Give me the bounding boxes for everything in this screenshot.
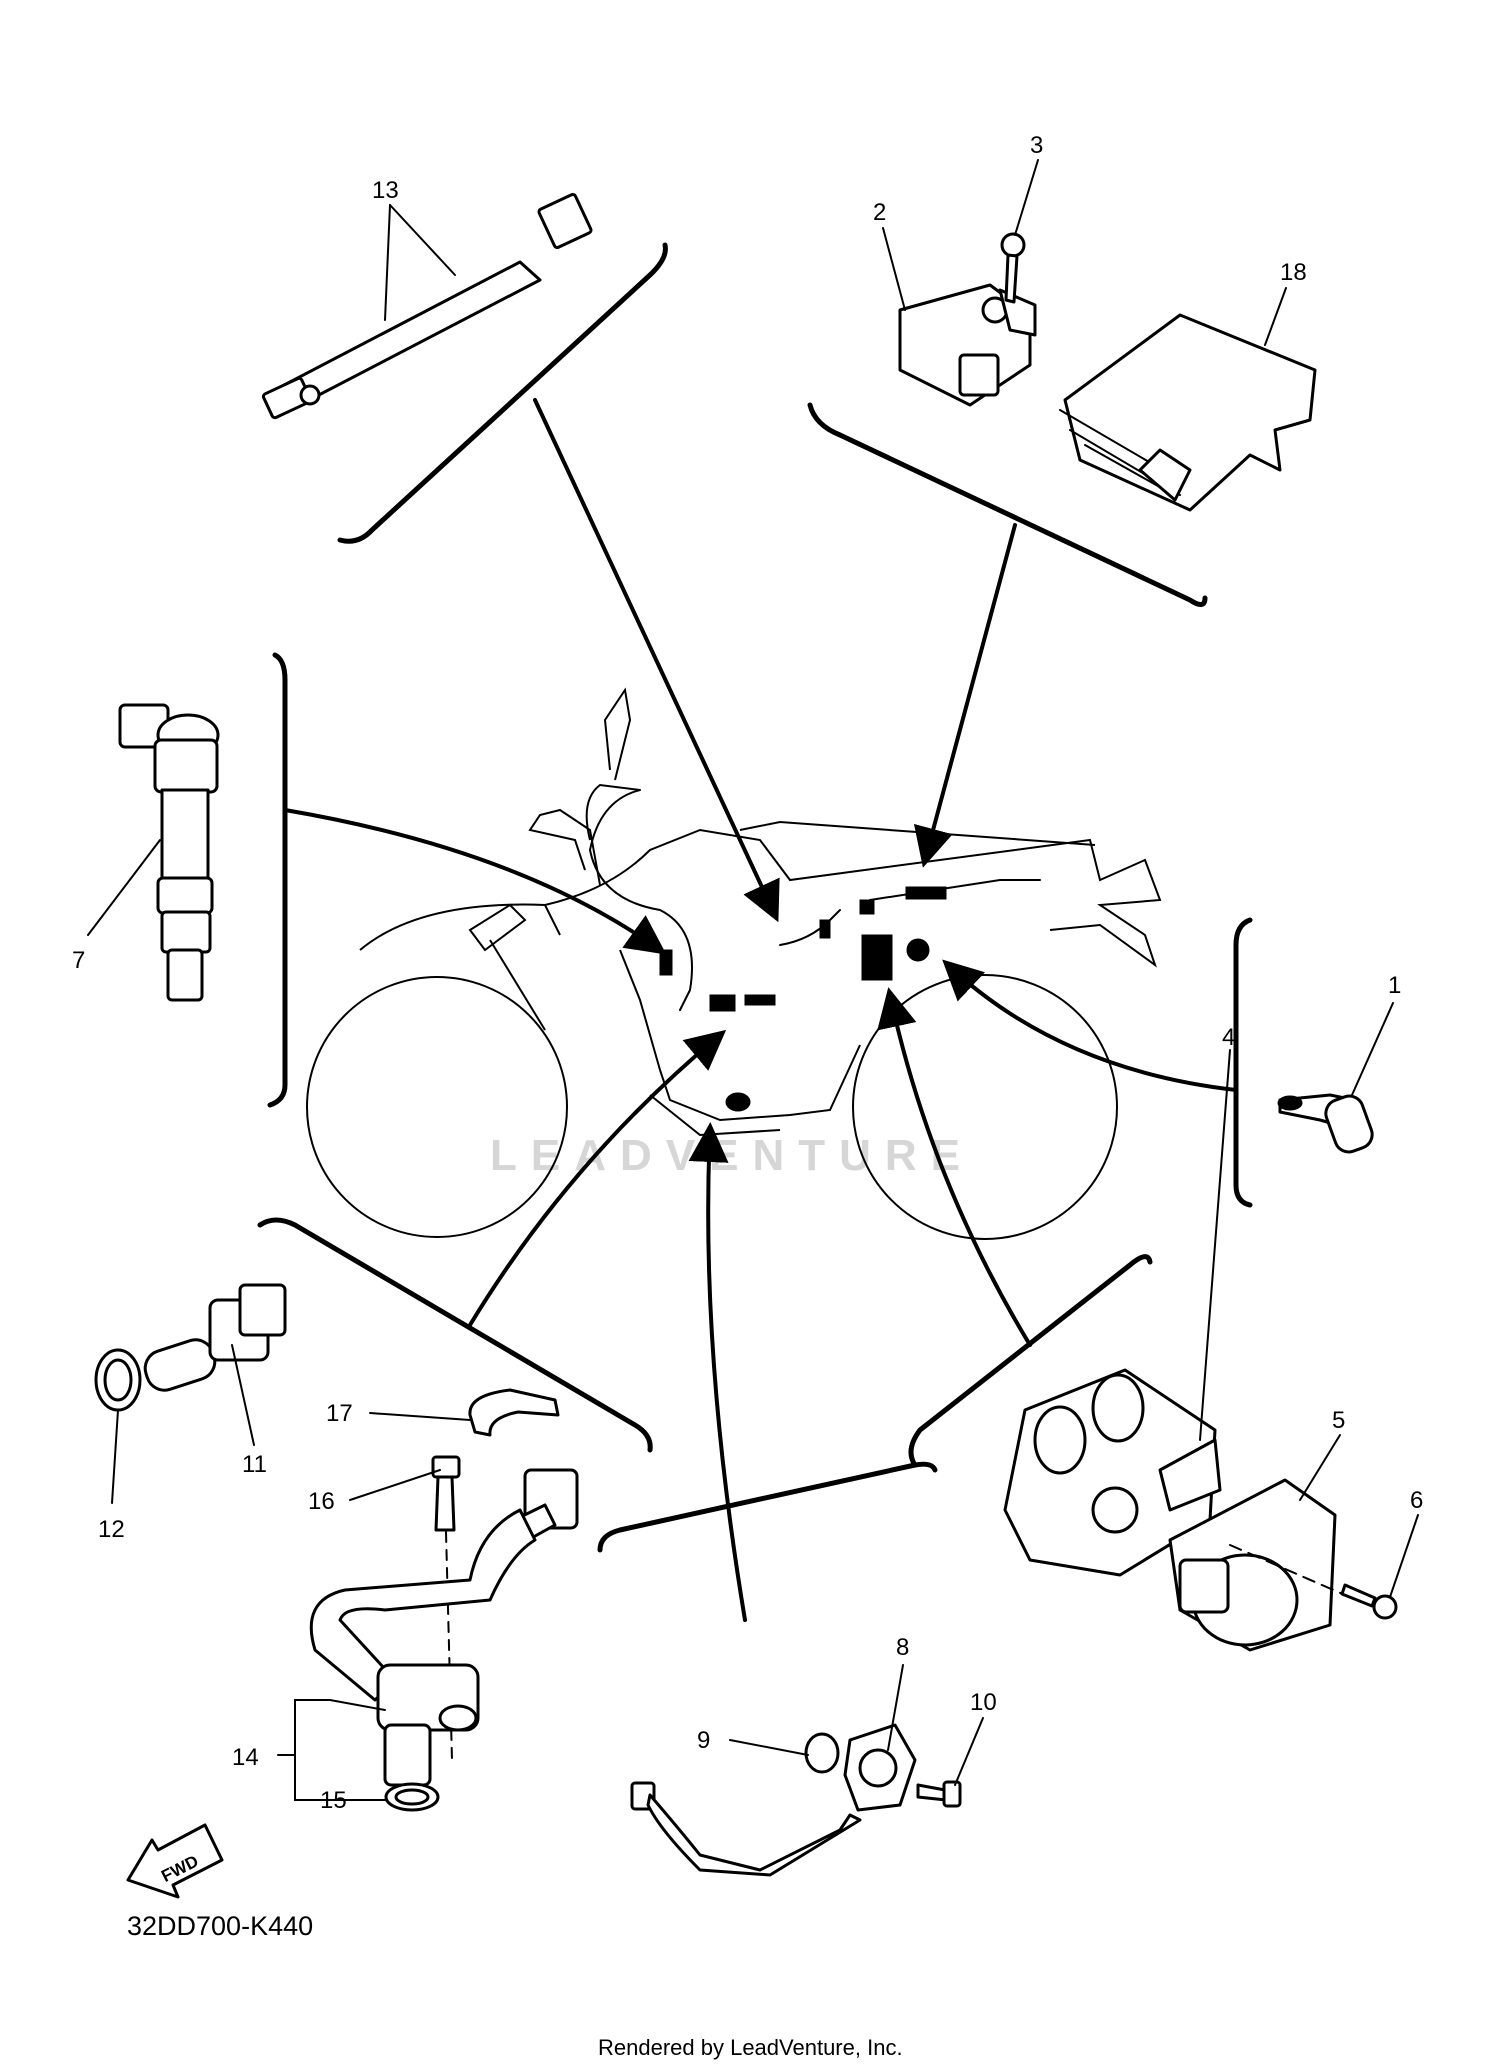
part-6-screw	[1340, 1583, 1398, 1620]
footer-credit: Rendered by LeadVenture, Inc.	[598, 2035, 903, 2060]
part-15-o-ring	[384, 1782, 440, 1812]
callout-2: 2	[873, 199, 886, 226]
part-3-screw	[1000, 232, 1026, 304]
part-14-crank-sensor	[309, 1468, 579, 1787]
callout-8: 8	[896, 1634, 909, 1661]
part-17-clamp	[468, 1388, 560, 1437]
part-9-o-ring	[804, 1732, 840, 1774]
group-brackets	[257, 242, 1253, 1622]
callout-14: 14	[232, 1744, 259, 1771]
diagram-code: 32DD700-K440	[127, 1911, 313, 1941]
callout-16: 16	[308, 1488, 335, 1515]
part-10-bolt	[916, 1780, 962, 1808]
part-7-ignition-coil	[118, 703, 220, 1002]
callout-18: 18	[1280, 259, 1307, 286]
callout-labels: 13 2 3 18 7 1 4 5 6 17 11 16 12 8 10 9 1…	[72, 132, 1423, 1814]
callout-17: 17	[326, 1400, 353, 1427]
callout-15: 15	[320, 1787, 347, 1814]
part-14-bracket-line	[277, 1699, 386, 1801]
part-5-sensor-cap	[1168, 1478, 1346, 1652]
callout-4: 4	[1222, 1024, 1235, 1051]
callout-13: 13	[372, 177, 399, 204]
fwd-arrow-icon: FWD	[126, 1823, 224, 1899]
callout-12: 12	[98, 1516, 125, 1543]
part-1-switch	[1277, 1093, 1374, 1154]
callout-6: 6	[1410, 1487, 1423, 1514]
part-8-sensor-assembly	[630, 1723, 917, 1877]
part-18-ecu	[1059, 313, 1317, 512]
part-12-gasket	[94, 1348, 142, 1412]
callout-9: 9	[697, 1727, 710, 1754]
callout-leaders	[87, 159, 1419, 1786]
part-4-throttle-body	[1003, 1368, 1222, 1577]
callout-5: 5	[1332, 1407, 1345, 1434]
part-11-temp-sensor	[143, 1283, 287, 1392]
part-13-lead-wire	[261, 193, 593, 420]
callout-10: 10	[970, 1689, 997, 1716]
callout-3: 3	[1030, 132, 1043, 159]
part-2-sensor	[898, 283, 1037, 407]
callout-7: 7	[72, 947, 85, 974]
callout-1: 1	[1388, 972, 1401, 999]
callout-11: 11	[242, 1451, 267, 1478]
